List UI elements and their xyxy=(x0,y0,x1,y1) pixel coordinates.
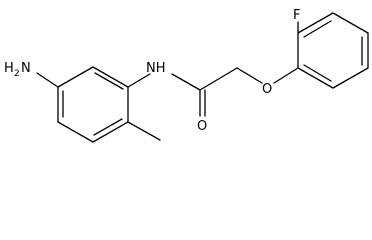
amino-h-label: H xyxy=(4,61,14,76)
amide-nh-label: NH xyxy=(146,61,166,76)
carbonyl-o-label: O xyxy=(197,119,207,134)
amino-group: H 2 N xyxy=(4,61,59,88)
fluorine-label: F xyxy=(293,8,300,23)
methyl-bond xyxy=(127,121,161,141)
amino-n-label: N xyxy=(21,61,31,76)
structure-canvas: H 2 N NH O O F xyxy=(4,8,369,143)
molecule-drawing: H 2 N NH O O F xyxy=(4,8,369,143)
aminotoluene-ring xyxy=(57,66,129,143)
amino-subscript: 2 xyxy=(14,69,20,79)
amide-linkage: NH O O xyxy=(127,61,299,134)
fluoro-group: F xyxy=(293,8,300,34)
fluorophenyl-ring xyxy=(297,12,369,89)
ether-o-label: O xyxy=(262,82,272,97)
